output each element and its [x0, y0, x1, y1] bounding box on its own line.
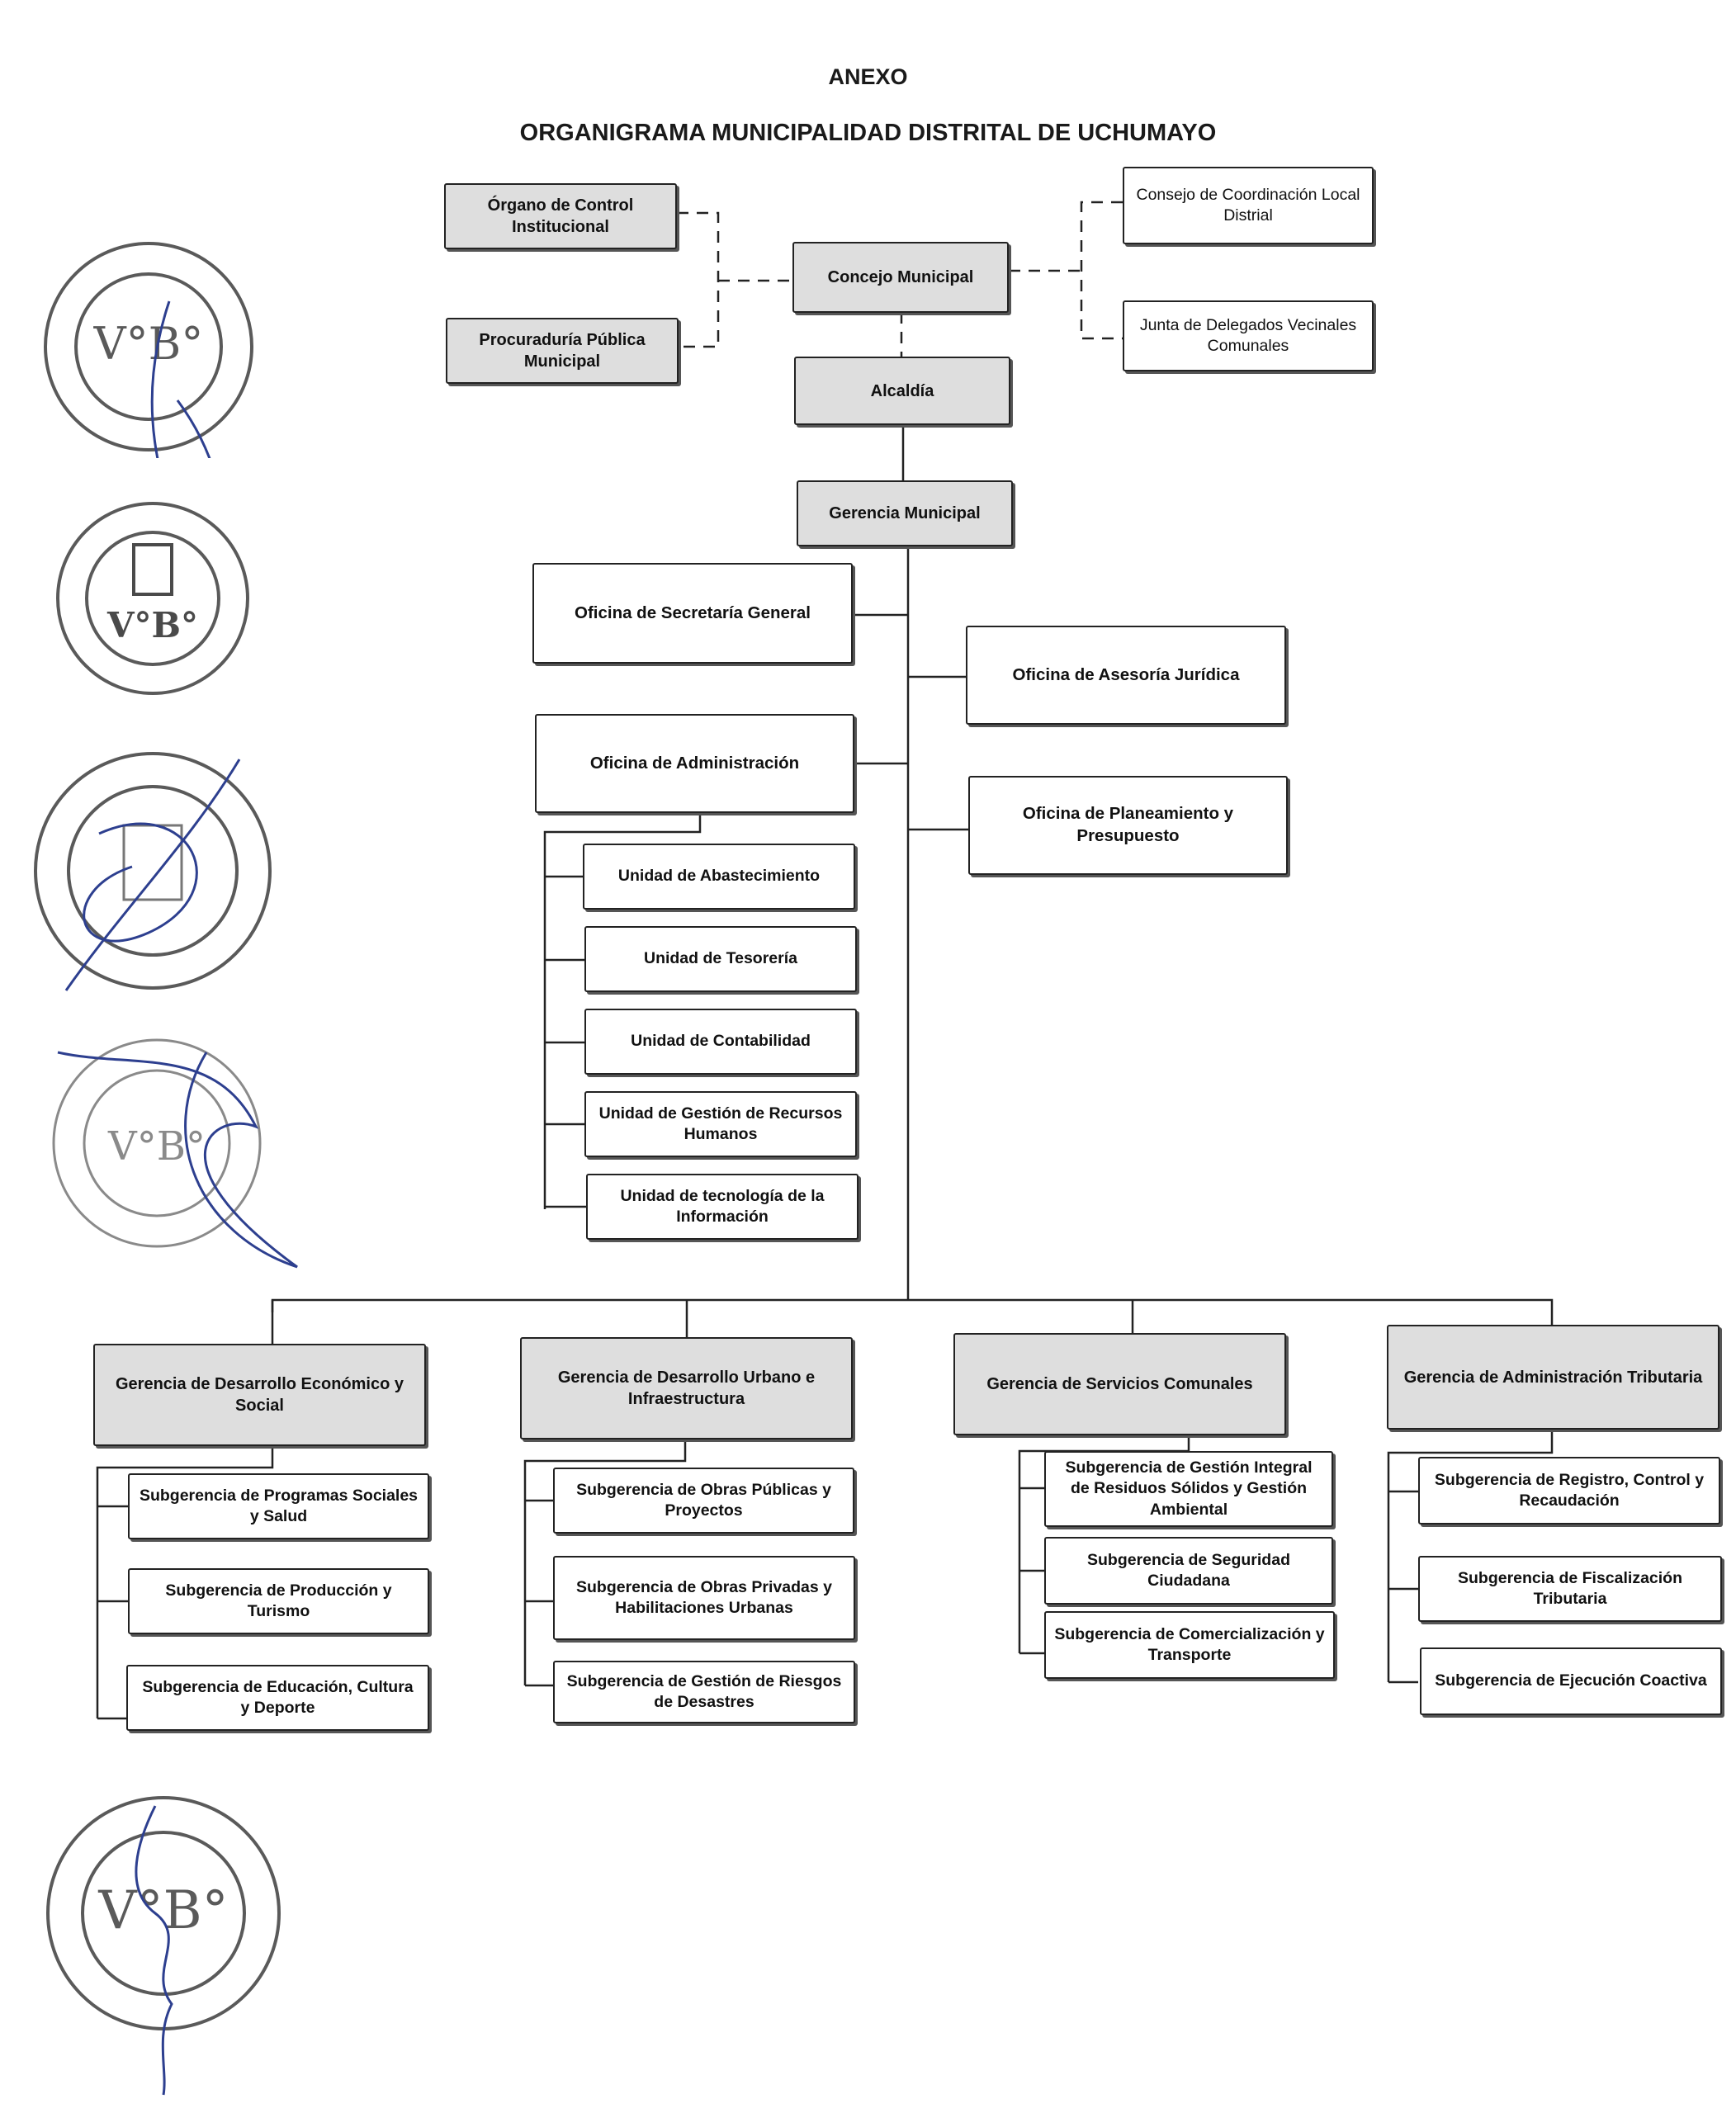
gerencia-servicios-comunales: Gerencia de Servicios Comunales	[953, 1333, 1286, 1435]
oficina-administracion: Oficina de Administración	[535, 714, 854, 813]
oficina-secretaria-general: Oficina de Secretaría General	[532, 563, 853, 664]
subgerencia-comercializacion-transporte: Subgerencia de Comercialización y Transp…	[1044, 1611, 1335, 1679]
seal-secretaria-general-stamp: V°B°	[46, 1796, 281, 2096]
subgerencia-registro-control: Subgerencia de Registro, Control y Recau…	[1418, 1457, 1720, 1524]
organo-control-institucional: Órgano de Control Institucional	[444, 183, 677, 249]
unidad-tecnologia-informacion: Unidad de tecnología de la Información	[586, 1174, 859, 1240]
consejo-coordinacion-local: Consejo de Coordinación Local Distrial	[1123, 167, 1374, 244]
alcaldia: Alcaldía	[794, 357, 1010, 425]
gerencia-administracion-tributaria: Gerencia de Administración Tributaria	[1387, 1325, 1719, 1430]
subgerencia-produccion-turismo: Subgerencia de Producción y Turismo	[128, 1568, 429, 1634]
subgerencia-residuos-solidos: Subgerencia de Gestión Integral de Resid…	[1044, 1451, 1333, 1527]
seal-planeamiento-stamp: V°B°	[52, 1038, 298, 1269]
unidad-tesoreria: Unidad de Tesorería	[584, 926, 857, 992]
gerencia-municipal: Gerencia Municipal	[797, 480, 1013, 546]
chart-title: ORGANIGRAMA MUNICIPALIDAD DISTRITAL DE U…	[519, 120, 1217, 146]
seal-asesor-legal-stamp	[34, 752, 272, 991]
subgerencia-ejecucion-coactiva: Subgerencia de Ejecución Coactiva	[1420, 1647, 1722, 1715]
junta-delegados-vecinales: Junta de Delegados Vecinales Comunales	[1123, 300, 1374, 371]
unidad-recursos-humanos: Unidad de Gestión de Recursos Humanos	[584, 1091, 857, 1157]
annex-label: ANEXO	[828, 64, 908, 89]
subgerencia-fiscalizacion-tributaria: Subgerencia de Fiscalización Tributaria	[1418, 1556, 1722, 1622]
svg-text:V°B°: V°B°	[106, 605, 198, 645]
gerencia-desarrollo-urbano: Gerencia de Desarrollo Urbano e Infraest…	[520, 1337, 853, 1439]
concejo-municipal: Concejo Municipal	[792, 242, 1009, 313]
subgerencia-gestion-riesgos: Subgerencia de Gestión de Riesgos de Des…	[553, 1661, 855, 1723]
svg-text:V°B°: V°B°	[93, 318, 204, 370]
svg-text:V°B°: V°B°	[97, 1880, 228, 1941]
gerencia-desarrollo-economico: Gerencia de Desarrollo Económico y Socia…	[93, 1344, 426, 1446]
unidad-contabilidad: Unidad de Contabilidad	[584, 1009, 857, 1075]
subgerencia-seguridad-ciudadana: Subgerencia de Seguridad Ciudadana	[1044, 1537, 1333, 1605]
oficina-asesoria-juridica: Oficina de Asesoría Jurídica	[966, 626, 1286, 725]
seal-alcaldia-stamp: V°B°	[44, 242, 253, 458]
unidad-abastecimiento: Unidad de Abastecimiento	[583, 844, 855, 910]
subgerencia-obras-publicas: Subgerencia de Obras Públicas y Proyecto…	[553, 1468, 854, 1534]
seal-gerencia-stamp: V°B°	[56, 502, 249, 695]
subgerencia-obras-privadas: Subgerencia de Obras Privadas y Habilita…	[553, 1556, 855, 1640]
procuraduria-publica-municipal: Procuraduría Pública Municipal	[446, 318, 679, 384]
subgerencia-programas-sociales: Subgerencia de Programas Sociales y Salu…	[128, 1473, 429, 1539]
subgerencia-educacion-cultura: Subgerencia de Educación, Cultura y Depo…	[126, 1665, 429, 1731]
oficina-planeamiento-presupuesto: Oficina de Planeamiento y Presupuesto	[968, 776, 1288, 875]
